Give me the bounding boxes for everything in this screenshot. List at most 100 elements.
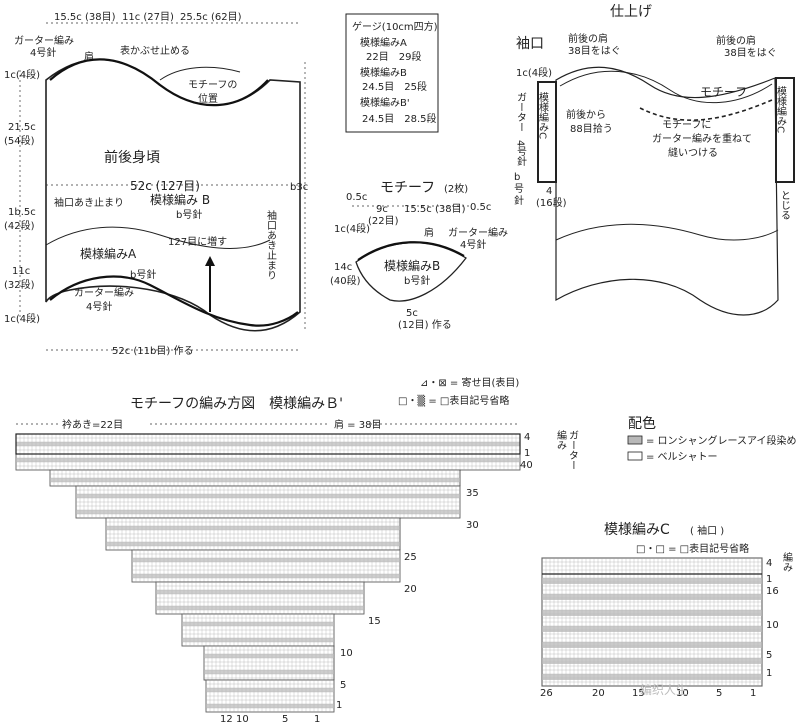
finish-outline <box>555 66 779 316</box>
chart-b-row-40: 40 <box>520 460 533 471</box>
color-title: 配色 <box>628 415 656 432</box>
motif-shoulder: 肩 <box>424 226 434 239</box>
body-garter-bottom: ガーター編み <box>74 286 134 299</box>
chart-c-col-15: 15 <box>632 688 645 699</box>
finish-needle-go: 号 <box>514 183 524 195</box>
chart-c-subtitle: ( 袖口 ) <box>690 524 724 537</box>
chart-b-title: モチーフの編み方図 模様編みＢ' <box>130 396 343 412</box>
body-garter-label: ガーター編み <box>14 34 74 47</box>
chart-b-row-4: 4 <box>524 432 530 443</box>
body-piece: 15.5c (38目) 11c (27目) 25.5c (62目) ガーター編み… <box>4 12 308 357</box>
chart-b-stripe <box>156 590 364 594</box>
left-dim-1: 1c(4段) <box>4 68 40 81</box>
chart-c-stripe <box>542 626 762 632</box>
motif-piece: モチーフ (2枚) 0.5c 9c 15.5c (38目) 0.5c (22目)… <box>330 180 508 331</box>
chart-c-legend: □・□ = □表目記号省略 <box>636 542 749 555</box>
body-pattern-a-needle: b号針 <box>130 268 156 281</box>
color-swatch-white <box>627 451 643 461</box>
chart-b-stripe <box>206 688 334 692</box>
body-motif-position: モチーフの <box>188 79 237 91</box>
chart-b-stripe <box>16 442 520 446</box>
finish-needle-b: b <box>514 172 520 183</box>
chart-b-grid <box>15 433 521 713</box>
chart-b-row-1-bottom: 1 <box>336 700 342 711</box>
chart-b-stripe <box>132 558 400 562</box>
body-motif-position-2: 位置 <box>198 92 218 105</box>
chart-c-stripe <box>542 578 762 584</box>
chart-c-col-10: 10 <box>676 688 689 699</box>
motif-garter-needle: 4号針 <box>460 238 486 251</box>
finish-needle-left: 4号針 <box>515 140 527 167</box>
motif-garter-edge <box>357 241 465 261</box>
chart-c-title: 模様編みC <box>604 522 670 538</box>
chart-b-legend-2: □・▒ = □表目記号省略 <box>398 394 509 407</box>
body-shoulder-label: 肩 <box>84 50 94 63</box>
motif-title: モチーフ <box>380 180 435 196</box>
chart-b-garter-band <box>15 433 521 455</box>
body-pattern-b-needle: b号針 <box>176 208 202 221</box>
chart-b-stripe <box>16 458 520 462</box>
finish-diagram: 仕上げ 袖口 前後の肩 38目をはぐ 前後の肩 38目をはぐ 1c(4段) モチ… <box>514 4 795 316</box>
body-pattern-b: 模様編み B <box>150 192 210 207</box>
finish-rows-4: 4 <box>546 186 552 197</box>
chart-c-col-20: 20 <box>592 688 605 699</box>
body-bottom-label: 52c (11b目) 作る <box>112 345 193 357</box>
color-legend: 配色 = ロンシャングレースアイ段染め = ベルシャトー <box>627 415 797 463</box>
chart-b-stripe <box>204 670 334 674</box>
gauge-row-5: 模様編みB' <box>360 96 410 109</box>
left-dim-7: (32段) <box>4 278 35 291</box>
motif-side-3: (40段) <box>330 274 361 287</box>
motif-count: (2枚) <box>444 182 468 195</box>
chart-b-row-20: 20 <box>404 584 417 595</box>
chart-b-stripe <box>206 704 334 708</box>
chart-b-row-5: 5 <box>340 680 346 691</box>
finish-cuff-left-label: 模様編みC <box>537 92 549 139</box>
chart-b-legend-1: ⊿・⊠ = 寄せ目(表目) <box>420 376 519 389</box>
body-pattern-divider <box>45 226 271 249</box>
chart-b-col-5: 5 <box>282 714 288 725</box>
body-dim-left: 15.5c (38目) <box>54 12 116 23</box>
chart-c-stripe <box>542 674 762 680</box>
chart-b-motif: モチーフの編み方図 模様編みＢ' ⊿・⊠ = 寄せ目(表目) □・▒ = □表目… <box>15 376 579 725</box>
finish-pickup-2: 88目拾う <box>570 122 613 135</box>
chart-c-row-1-bottom: 1 <box>766 668 772 679</box>
chart-c-cuff: 模様編みC ( 袖口 ) □・□ = □表目記号省略 編み 4 1 16 10 … <box>540 522 793 699</box>
finish-garter-v: ガーター <box>515 92 527 132</box>
left-dim-4: 1b.5c <box>8 207 36 218</box>
chart-b-stripe <box>204 654 334 658</box>
finish-attach-2: ガーター編みを重ねて <box>652 132 752 145</box>
gauge-row-3: 模様編みB <box>360 66 407 79</box>
chart-c-row-16: 16 <box>766 586 779 597</box>
chart-c-stripe <box>542 610 762 616</box>
chart-c-stripe <box>542 658 762 664</box>
chart-b-neck: 衿あき=22目 <box>62 418 123 431</box>
finish-stitch-line <box>639 99 773 121</box>
color-swatch-shaded <box>627 435 643 445</box>
finish-right-note: とじる <box>779 190 790 220</box>
chart-b-stripe <box>156 606 364 610</box>
body-height: b3c <box>290 182 308 193</box>
chart-c-col-1: 1 <box>750 688 756 699</box>
finish-shoulder-l2: 38目をはぐ <box>568 45 621 57</box>
body-garter-needle: 4号針 <box>30 46 56 59</box>
finish-cuff-right <box>775 77 795 183</box>
chart-c-col-5: 5 <box>716 688 722 699</box>
finish-attach-3: 縫いつける <box>668 146 718 159</box>
chart-b-stripe <box>106 542 400 546</box>
body-garter-bottom-needle: 4号針 <box>86 300 112 313</box>
motif-side-1: 1c(4段) <box>334 222 370 235</box>
gauge-box: ゲージ(10cm四方) 模様編みA 22目 29段 模様編みB 24.5目 25… <box>345 13 439 133</box>
motif-bottom-1: 5c <box>406 308 418 319</box>
chart-b-row-1: 1 <box>524 448 530 459</box>
chart-b-row-10: 10 <box>340 648 353 659</box>
chart-c-row-5: 5 <box>766 650 772 661</box>
chart-b-col-12: 12 <box>220 714 233 725</box>
finish-inner-curve <box>559 70 773 104</box>
finish-cuff: 袖口 <box>516 36 544 52</box>
left-dim-3: (54段) <box>4 134 35 147</box>
finish-attach-1: モチーフに <box>662 119 711 131</box>
chart-b-stripe <box>50 478 460 482</box>
body-title: 前後身頃 <box>104 149 160 166</box>
motif-dim-4: 0.5c <box>470 202 491 213</box>
